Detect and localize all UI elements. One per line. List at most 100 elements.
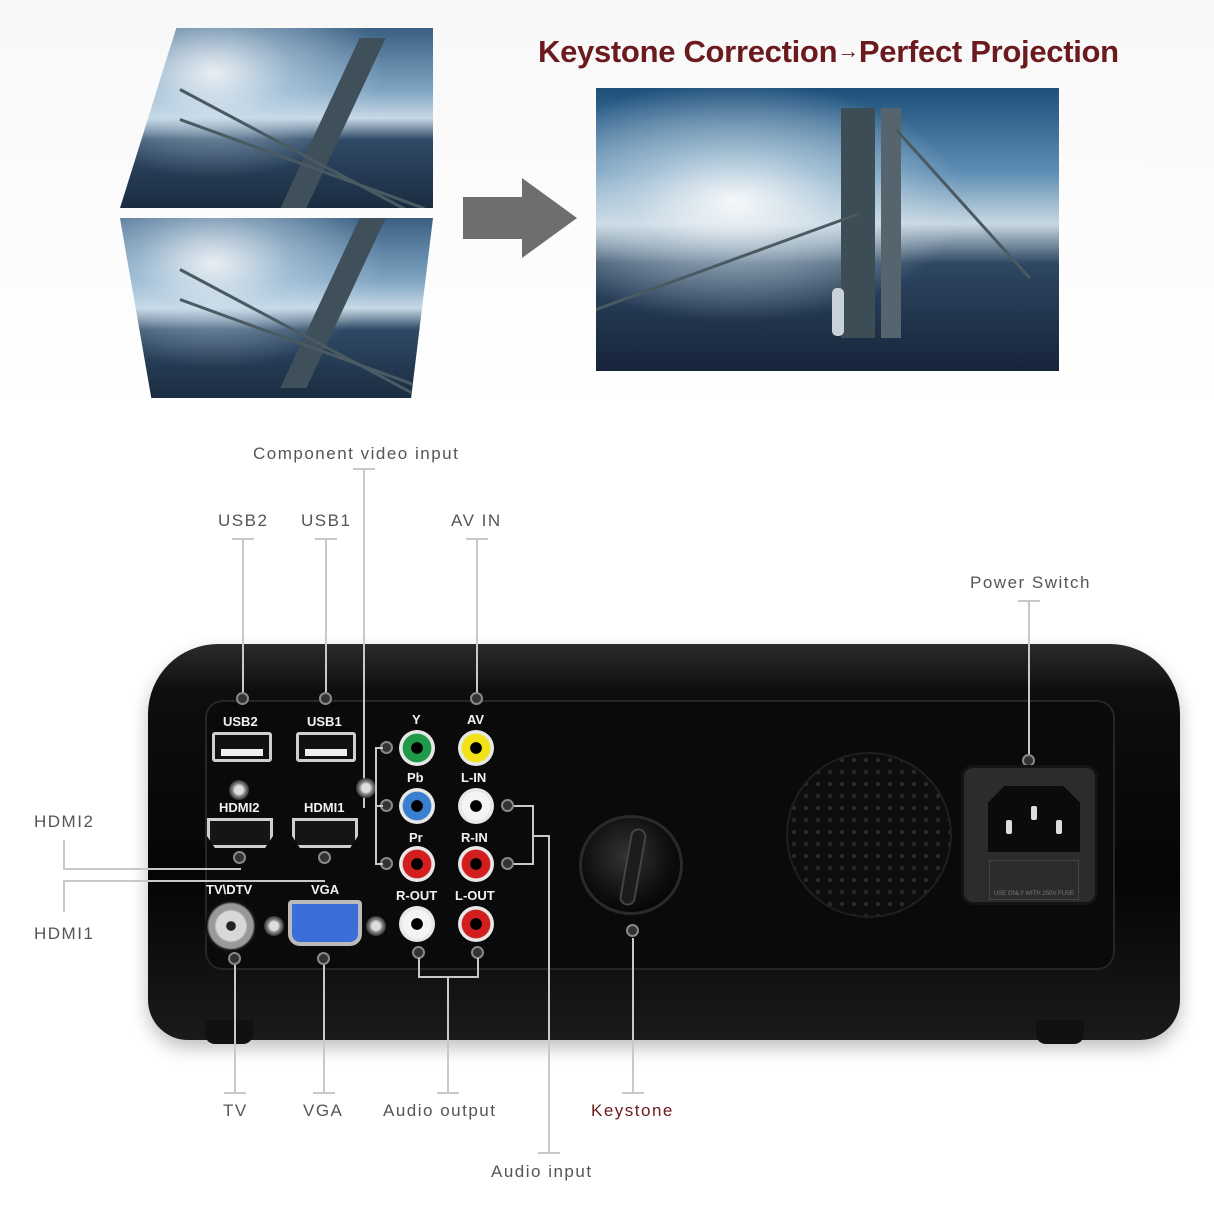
power-pin bbox=[1006, 820, 1012, 834]
leader-tick bbox=[466, 538, 488, 540]
leader-tick bbox=[224, 1092, 246, 1094]
leader-tick bbox=[313, 1092, 335, 1094]
headline-left: Keystone Correction bbox=[538, 34, 838, 69]
port-label-hdmi1: HDMI1 bbox=[304, 800, 345, 815]
projector-foot-left bbox=[205, 1020, 253, 1044]
callout-usb1: USB1 bbox=[301, 511, 352, 530]
callout-usb2: USB2 bbox=[218, 511, 269, 530]
callout-dot bbox=[317, 952, 330, 965]
port-label-av: AV bbox=[467, 712, 485, 727]
port-label-l-in: L-IN bbox=[461, 770, 487, 785]
rca-y-port bbox=[399, 730, 435, 766]
power-pin bbox=[1056, 820, 1062, 834]
usb2-port bbox=[212, 732, 272, 762]
leader-tv bbox=[234, 960, 236, 1092]
callout-dot bbox=[318, 851, 331, 864]
callout-dot bbox=[233, 851, 246, 864]
callout-power-switch: Power Switch bbox=[970, 573, 1091, 592]
headline-right: Perfect Projection bbox=[858, 34, 1119, 69]
leader-hdmi1-h bbox=[63, 880, 325, 882]
leader-tick bbox=[315, 538, 337, 540]
callout-dot bbox=[228, 952, 241, 965]
right-arrow-body bbox=[463, 197, 525, 239]
rca-r-in-port bbox=[458, 846, 494, 882]
port-label-hdmi2: HDMI2 bbox=[219, 800, 260, 815]
leader-audio-in bbox=[548, 835, 550, 1153]
headline: Keystone Correction→Perfect Projection bbox=[538, 34, 1119, 70]
leader-tick bbox=[353, 468, 375, 470]
usb1-port bbox=[296, 732, 356, 762]
screw-icon bbox=[229, 780, 249, 800]
projector-foot-right bbox=[1036, 1020, 1084, 1044]
callout-tv: TV bbox=[223, 1101, 248, 1120]
rca-l-in-port bbox=[458, 788, 494, 824]
leader-hdmi2-v bbox=[63, 840, 65, 870]
callout-keystone: Keystone bbox=[591, 1101, 674, 1120]
callout-av-in: AV IN bbox=[451, 511, 502, 530]
leader-usb2 bbox=[242, 538, 244, 698]
hdmi2-port bbox=[207, 818, 273, 848]
port-label-y: Y bbox=[412, 712, 421, 727]
rca-pb-port bbox=[399, 788, 435, 824]
port-label-r-in: R-IN bbox=[461, 830, 488, 845]
leader-power bbox=[1028, 600, 1030, 760]
leader-usb1 bbox=[325, 538, 327, 698]
leader-tick bbox=[1018, 600, 1040, 602]
callout-hdmi1: HDMI1 bbox=[34, 924, 95, 943]
callout-dot bbox=[626, 924, 639, 937]
audio-in-bracket-h bbox=[532, 835, 550, 837]
leader-component bbox=[363, 468, 365, 808]
leader-keystone bbox=[632, 938, 634, 1092]
leader-tick bbox=[622, 1092, 644, 1094]
port-label-usb1: USB1 bbox=[307, 714, 342, 729]
speaker-grille bbox=[786, 752, 952, 918]
component-bracket-tick bbox=[375, 747, 383, 749]
callout-dot bbox=[501, 799, 514, 812]
leader-av-in bbox=[476, 538, 478, 698]
fuse-note: USE ONLY WITH 250V FUSE bbox=[993, 891, 1075, 897]
rca-pr-port bbox=[399, 846, 435, 882]
leader-audio-out bbox=[447, 976, 449, 1092]
rca-l-out-port bbox=[458, 906, 494, 942]
audio-in-bracket bbox=[514, 805, 534, 807]
callout-dot bbox=[501, 857, 514, 870]
leader-hdmi1-v bbox=[63, 880, 65, 912]
callout-vga: VGA bbox=[303, 1101, 344, 1120]
port-label-r-out: R-OUT bbox=[396, 888, 438, 903]
corrected-projection bbox=[596, 88, 1059, 371]
hdmi1-port bbox=[292, 818, 358, 848]
port-label-vga: VGA bbox=[311, 882, 340, 897]
callout-audio-input: Audio input bbox=[491, 1162, 593, 1181]
callout-dot bbox=[319, 692, 332, 705]
right-arrow-icon bbox=[522, 178, 577, 258]
leader-tick bbox=[232, 538, 254, 540]
port-label-l-out: L-OUT bbox=[455, 888, 495, 903]
leader-tick bbox=[437, 1092, 459, 1094]
leader-tick bbox=[538, 1152, 560, 1154]
fuse-holder: USE ONLY WITH 250V FUSE bbox=[989, 860, 1079, 900]
screw-icon bbox=[356, 778, 376, 798]
port-label-usb2: USB2 bbox=[223, 714, 258, 729]
power-socket: USE ONLY WITH 250V FUSE bbox=[961, 765, 1098, 905]
callout-hdmi2: HDMI2 bbox=[34, 812, 95, 831]
component-bracket-tick bbox=[375, 863, 383, 865]
callout-component-video-input: Component video input bbox=[253, 444, 460, 463]
vga-port bbox=[288, 900, 362, 946]
distorted-projection-bottom bbox=[120, 218, 433, 398]
callout-dot bbox=[236, 692, 249, 705]
rca-r-out-port bbox=[399, 906, 435, 942]
headline-arrow: → bbox=[837, 38, 859, 63]
audio-out-bracket bbox=[477, 958, 479, 978]
knob-grip bbox=[618, 827, 648, 907]
screw-icon bbox=[264, 916, 284, 936]
iec-socket bbox=[988, 786, 1080, 852]
audio-out-bracket bbox=[418, 958, 420, 978]
leader-vga bbox=[323, 960, 325, 1092]
callout-dot bbox=[470, 692, 483, 705]
distorted-projection-top bbox=[120, 28, 433, 208]
audio-in-bracket bbox=[514, 863, 534, 865]
screw-icon bbox=[366, 916, 386, 936]
keystone-knob bbox=[579, 815, 683, 915]
power-pin bbox=[1031, 806, 1037, 820]
rca-av-port bbox=[458, 730, 494, 766]
